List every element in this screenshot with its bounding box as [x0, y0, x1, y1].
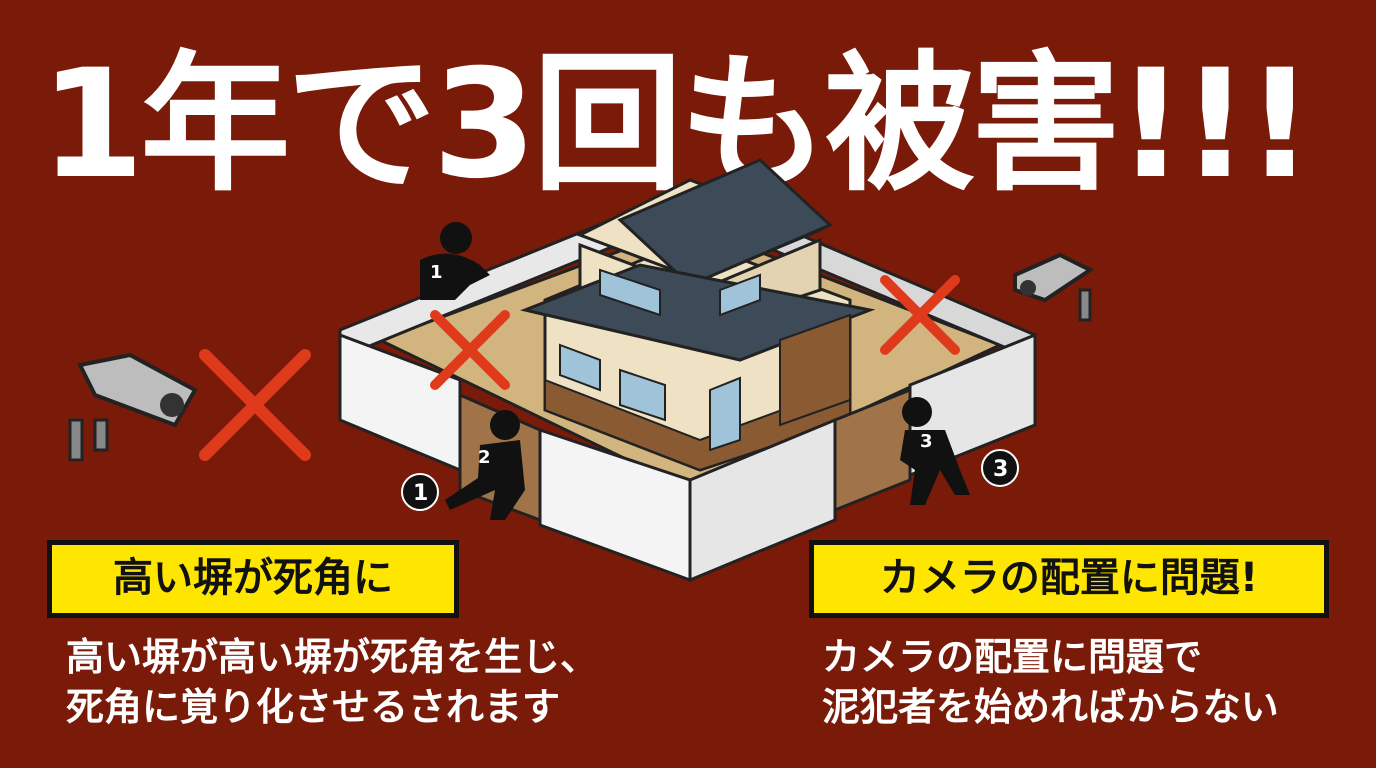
right-description: カメラの配置に問題で 泥犯者を始めればからない [822, 632, 1279, 732]
svg-text:2: 2 [478, 447, 491, 468]
security-camera-icon [68, 352, 198, 462]
burglar-icon: 3 [900, 397, 970, 505]
right-description-line: 泥犯者を始めればからない [822, 685, 1279, 729]
circled-number-3: 3 [981, 449, 1019, 487]
security-camera-icon [1013, 252, 1094, 322]
burglar-icon: 2 [445, 410, 525, 520]
cross-mark-icon [199, 349, 311, 461]
circled-number-1: 1 [401, 473, 439, 511]
svg-text:3: 3 [993, 457, 1008, 482]
svg-text:3: 3 [920, 431, 933, 452]
svg-text:1: 1 [430, 262, 443, 283]
right-gate [833, 387, 912, 513]
burglar-icon: 1 [420, 222, 490, 300]
cross-mark-icon [430, 310, 510, 390]
left-description-line: 高い塀が高い塀が死角を生じ、 [66, 635, 599, 679]
right-description-line: カメラの配置に問題で [822, 635, 1203, 679]
left-label-badge: 高い塀が死角に [47, 540, 459, 618]
svg-text:1: 1 [413, 481, 428, 506]
cross-mark-icon [880, 275, 960, 355]
headline-title: 1年で3回も被害!!! [40, 38, 1314, 212]
right-label-badge: カメラの配置に問題! [809, 540, 1329, 618]
left-description: 高い塀が高い塀が死角を生じ、 死角に覚り化させるされます [66, 632, 598, 732]
house-icon [519, 158, 876, 472]
left-description-line: 死角に覚り化させるされます [66, 685, 561, 729]
